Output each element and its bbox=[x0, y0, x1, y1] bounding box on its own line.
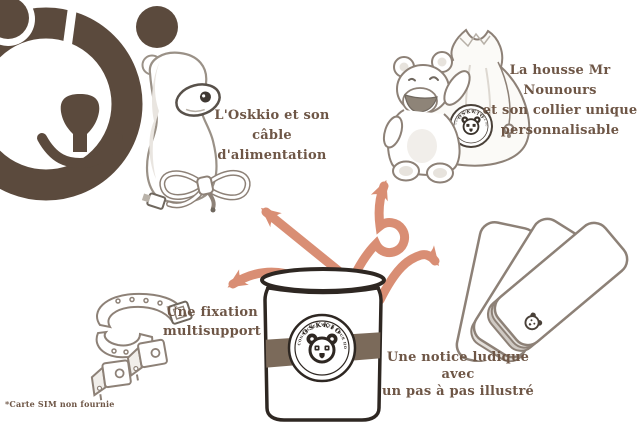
label-line: La housse Mr Nounours bbox=[509, 63, 611, 98]
pot-lid bbox=[260, 267, 386, 293]
bear-smile bbox=[37, 133, 123, 169]
device-face-plate bbox=[175, 83, 221, 117]
arrow-to-plush bbox=[338, 179, 410, 307]
drawstring-cord bbox=[497, 61, 511, 125]
wink-eye-icon bbox=[429, 76, 439, 81]
label-device: L'Oskkio et son câble d'alimentation bbox=[192, 106, 352, 166]
label-line: Une notice ludique avec bbox=[386, 350, 530, 382]
mount-clip bbox=[90, 359, 132, 401]
arrow-to-notice bbox=[375, 245, 440, 305]
pouch-badge: OSKKIO STAY CONNECTED WITH YOUR HOUSE bbox=[449, 104, 493, 148]
oskkio-device-illustration bbox=[141, 51, 251, 213]
label-line: multisupport bbox=[163, 324, 261, 339]
cable-knot bbox=[196, 175, 214, 196]
bear-right-ear-icon bbox=[130, 1, 184, 55]
label-line: et son collier unique bbox=[482, 103, 638, 118]
pot-neck-line bbox=[265, 286, 381, 295]
badge-bear-icon bbox=[306, 333, 338, 364]
camera-lens-icon bbox=[199, 91, 211, 103]
notice-cards-illustration bbox=[455, 217, 629, 362]
plush-and-pouch-illustration: OSKKIO STAY CONNECTED WITH YOUR HOUSE bbox=[382, 28, 531, 184]
label-line: Une fixation bbox=[166, 305, 258, 320]
label-line: câble bbox=[252, 128, 292, 143]
bear-head-ring bbox=[0, 7, 143, 201]
footnote-sim-card: *Carte SIM non fournie bbox=[5, 399, 115, 409]
label-notice: Une notice ludique avec un pas à pas ill… bbox=[370, 349, 546, 400]
oskkio-badge: OSKKIO STAY CONNECTED WITH YOUR HOUSE bbox=[287, 313, 357, 383]
ring-gap bbox=[0, 87, 22, 102]
bear-nose bbox=[60, 94, 100, 152]
label-line: un pas à pas illustré bbox=[381, 384, 534, 399]
pouch-badge-brand: OSKKIO bbox=[457, 109, 485, 121]
cable-plug-tip bbox=[210, 207, 216, 213]
usb-connector-icon bbox=[141, 192, 167, 210]
label-line: personnalisable bbox=[500, 123, 620, 138]
mount-clip bbox=[126, 338, 168, 381]
bear-face-logo bbox=[0, 0, 184, 201]
gift-pot-illustration: OSKKIO STAY CONNECTED WITH YOUR HOUSE bbox=[260, 267, 386, 422]
strap-buckle bbox=[167, 300, 193, 325]
mini-bear-icon bbox=[524, 312, 543, 331]
label-multi-mount: Une fixation multisupport bbox=[146, 303, 278, 341]
svg-text:OSKKIO: OSKKIO bbox=[457, 109, 486, 121]
drawstring-bead bbox=[503, 123, 515, 135]
label-line: d'alimentation bbox=[217, 148, 327, 163]
badge-bear-icon bbox=[461, 116, 481, 135]
notice-card-front bbox=[486, 221, 629, 352]
plush-bear bbox=[382, 51, 471, 184]
device-shading bbox=[149, 61, 160, 179]
label-plush-cover: La housse Mr Nounours et son collier uni… bbox=[475, 61, 640, 141]
open-mouth bbox=[404, 94, 438, 113]
ring-gap bbox=[62, 0, 79, 49]
raised-arm bbox=[443, 70, 471, 106]
left-arm bbox=[382, 115, 404, 149]
strap-holes bbox=[111, 296, 163, 355]
mount-strap-illustration bbox=[90, 292, 193, 401]
bear-left-ear-icon bbox=[0, 0, 35, 46]
label-line: L'Oskkio et son bbox=[214, 108, 330, 123]
